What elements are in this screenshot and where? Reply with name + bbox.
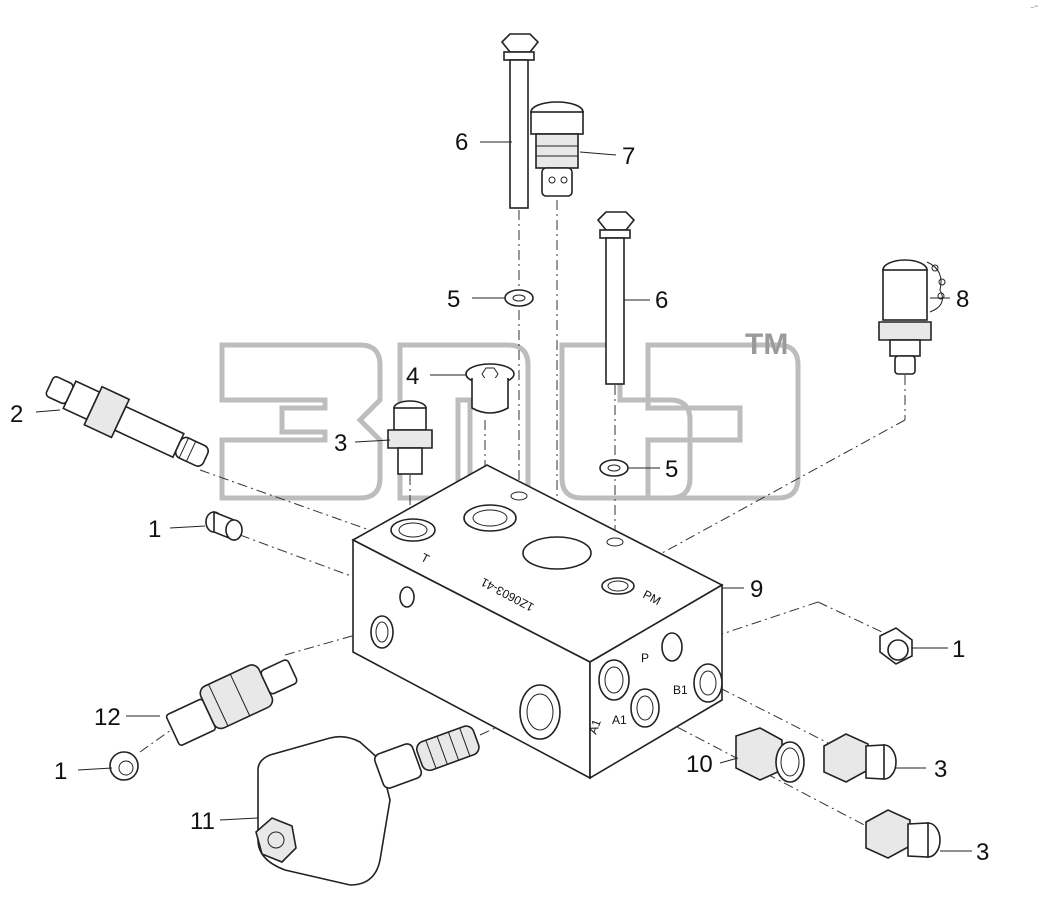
port-label-b1: B1 bbox=[673, 683, 688, 697]
callout-6-top: 6 bbox=[455, 129, 468, 156]
plug-1-left bbox=[205, 510, 243, 542]
fitting-3-right-upper bbox=[823, 733, 897, 783]
callout-8: 8 bbox=[956, 286, 969, 313]
callout-5-top: 5 bbox=[447, 286, 460, 313]
corner-mark: ⁻˜ bbox=[1030, 4, 1039, 14]
trademark-label: TM bbox=[745, 328, 788, 361]
sensor-2 bbox=[45, 375, 210, 467]
callout-7: 7 bbox=[622, 143, 635, 170]
callout-1-left: 1 bbox=[148, 516, 161, 543]
fitting-3-right-lower bbox=[865, 809, 941, 859]
connector-12 bbox=[165, 659, 298, 746]
watermark-logo: TM bbox=[219, 328, 801, 501]
callout-12: 12 bbox=[94, 704, 121, 731]
callout-3-lower: 3 bbox=[976, 839, 989, 866]
callout-3-vertical: 3 bbox=[334, 430, 347, 457]
plug-1-bottom bbox=[109, 751, 139, 781]
callout-1-right: 1 bbox=[952, 636, 965, 663]
callout-6-right: 6 bbox=[655, 287, 668, 314]
leader-lines bbox=[35, 141, 972, 852]
bolt-6-top bbox=[500, 33, 540, 209]
washer-5-right bbox=[599, 459, 629, 477]
callout-10: 10 bbox=[686, 751, 713, 778]
fitting-10 bbox=[735, 727, 805, 783]
washer-5-top bbox=[504, 289, 534, 307]
callout-2: 2 bbox=[10, 401, 23, 428]
port-label-p: P bbox=[641, 651, 649, 665]
callout-11: 11 bbox=[190, 808, 215, 835]
callout-1-bottom: 1 bbox=[54, 758, 67, 785]
plug-1-right bbox=[879, 627, 913, 665]
callout-3-upper: 3 bbox=[934, 756, 947, 783]
callout-4: 4 bbox=[406, 363, 419, 390]
pressure-switch-8 bbox=[878, 259, 946, 375]
callout-labels: 6 7 5 6 8 4 2 3 5 1 9 1 12 10 1 3 11 3 bbox=[10, 129, 989, 866]
callout-5-right: 5 bbox=[665, 456, 678, 483]
callout-9: 9 bbox=[750, 576, 763, 603]
manifold-block: T PM 1Z0603-41 P B1 A1 A1 bbox=[351, 464, 724, 780]
bolt-6-right bbox=[596, 211, 636, 385]
port-label-a1-side: A1 bbox=[586, 717, 604, 736]
fitting-3-vertical bbox=[387, 400, 433, 475]
cartridge-valve-7 bbox=[530, 101, 584, 197]
port-label-a1: A1 bbox=[612, 713, 627, 727]
solenoid-11 bbox=[255, 725, 480, 886]
plug-4 bbox=[465, 363, 515, 414]
